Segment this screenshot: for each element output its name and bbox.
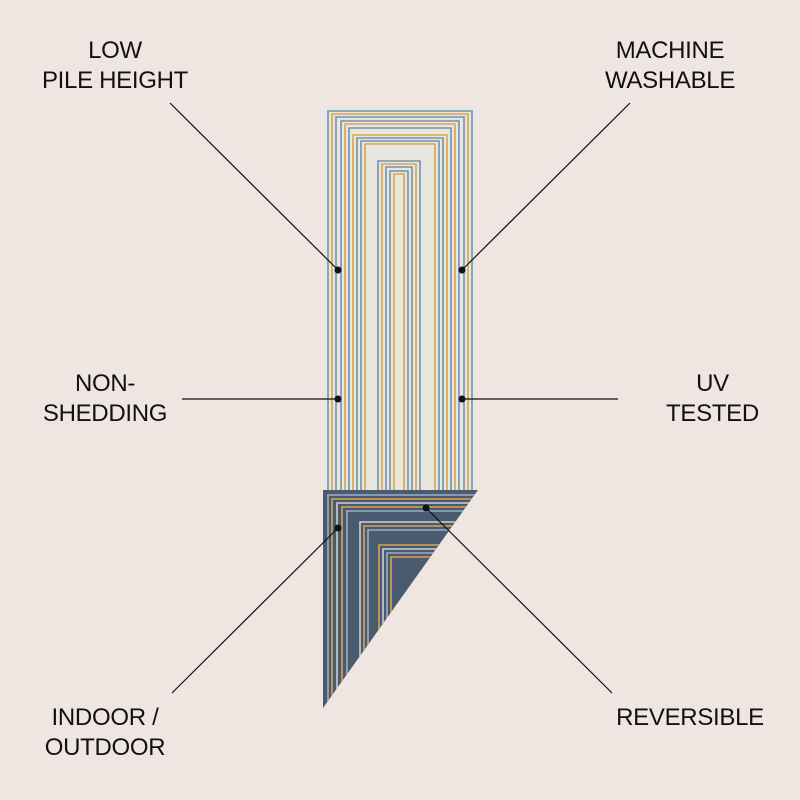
label-line: PILE HEIGHT: [41, 67, 189, 94]
rug-back-side: [323, 490, 478, 708]
label-reversible: REVERSIBLE: [600, 703, 780, 733]
label-line: LOW: [88, 37, 142, 64]
label-uv-tested: UV TESTED: [650, 369, 775, 429]
label-line: TESTED: [666, 400, 759, 427]
dot-low-pile: [334, 266, 342, 274]
label-machine-washable: MACHINE WASHABLE: [590, 36, 750, 96]
label-non-shedding: NON- SHEDDING: [30, 369, 180, 429]
label-line: WASHABLE: [604, 67, 736, 94]
label-indoor-outdoor: INDOOR / OUTDOOR: [30, 703, 180, 763]
leader-dots: [334, 266, 466, 532]
dot-non-shedding: [334, 395, 342, 403]
label-line: MACHINE: [615, 37, 725, 64]
dot-reversible: [422, 504, 430, 512]
label-line: INDOOR /: [51, 704, 159, 731]
rug-front-side: [323, 106, 477, 490]
label-line: REVERSIBLE: [616, 704, 764, 731]
label-line: NON-: [74, 370, 136, 397]
label-low-pile-height: LOW PILE HEIGHT: [30, 36, 200, 96]
dot-machine-washable: [458, 266, 466, 274]
dot-indoor-outdoor: [334, 524, 342, 532]
dot-uv-tested: [458, 395, 466, 403]
label-line: UV: [696, 370, 729, 397]
leader-lines: [169, 102, 631, 694]
label-line: SHEDDING: [42, 400, 168, 427]
label-line: OUTDOOR: [44, 734, 166, 761]
